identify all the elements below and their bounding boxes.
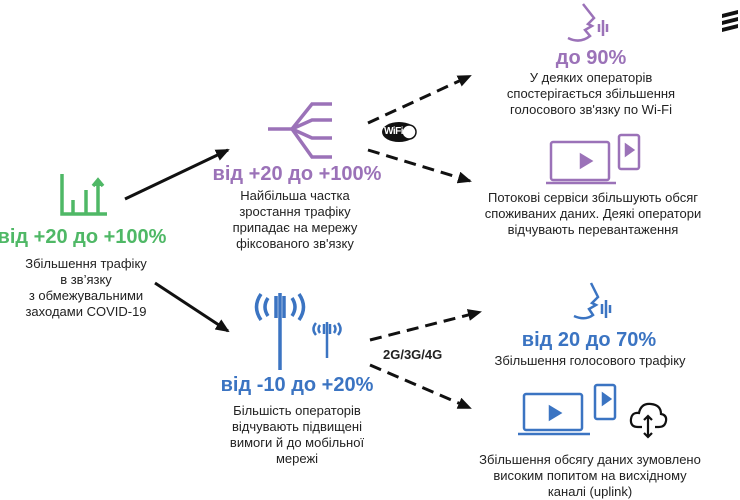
voice-speaking-icon [573, 282, 612, 320]
mobile-voice-description: Збільшення голосового трафіку [494, 353, 685, 369]
desc-line: заходами COVID-19 [25, 304, 147, 319]
small-cell-tower-icon [312, 322, 342, 358]
dashed-arrow-to-wifi-voice [367, 74, 472, 125]
desc-line: Потокові сервіси збільшують обсяг [488, 190, 698, 205]
mobile-title: від -10 до +20% [220, 374, 374, 396]
overall-description: Збільшення трафіку в зв’язку з обмежувал… [25, 256, 147, 320]
desc-line: спостерігається збільшення [506, 86, 676, 101]
desc-line: мережі [275, 451, 319, 466]
network-generations-label: 2G/3G/4G [383, 347, 443, 362]
ericsson-logo-icon [722, 10, 738, 32]
desc-line: відчувають підвищені [232, 419, 362, 434]
desc-line: каналі (uplink) [547, 484, 633, 499]
desc-line: споживаних даних. Деякі оператори [484, 206, 702, 221]
desc-line: в зв’язку [60, 272, 112, 287]
laptop-phone-video-icon [518, 383, 617, 436]
desc-line: Збільшення трафіку [25, 256, 147, 271]
desc-line: зростання трафіку [239, 204, 351, 219]
desc-line: відчувають перевантаження [507, 222, 679, 237]
dashed-arrow-to-data [369, 363, 472, 410]
mobile-data-description: Збільшення обсягу даних зумовлено високи… [479, 452, 701, 500]
dashed-arrow-to-streaming [367, 148, 472, 184]
wifi-voice-title: до 90% [555, 47, 627, 69]
desc-line: У деяких операторів [529, 70, 653, 85]
fixed-title: від +20 до +100% [212, 163, 382, 185]
laptop-phone-video-icon [546, 133, 641, 185]
desc-line: голосового зв'язку по Wi-Fi [509, 102, 673, 117]
desc-line: припадає на мережу [232, 220, 358, 235]
desc-line: фіксованого зв'язку [236, 236, 354, 251]
overall-title: від +20 до +100% [0, 226, 167, 248]
arrow-to-mobile [154, 281, 230, 333]
voice-speaking-icon [567, 3, 609, 42]
desc-line: Збільшення голосового трафіку [494, 353, 686, 368]
cell-tower-icon [254, 293, 306, 370]
desc-line: Більшість операторів [233, 403, 361, 418]
wifi-badge-label: WiFi [384, 126, 404, 137]
desc-line: високим попитом на висхідному [493, 468, 687, 483]
desc-line: Збільшення обсягу даних зумовлено [479, 452, 701, 467]
streaming-description: Потокові сервіси збільшують обсяг спожив… [485, 190, 702, 238]
bar-chart-up-icon [60, 174, 107, 216]
dashed-arrow-to-voice [369, 309, 482, 342]
desc-line: Найбільша частка [240, 188, 350, 203]
desc-line: вимоги й до мобільної [229, 435, 365, 450]
wifi-voice-description: У деяких операторів спостерігається збіл… [507, 70, 675, 118]
mobile-description: Більшість операторів відчувають підвищен… [230, 403, 364, 467]
wifi-badge [382, 122, 417, 142]
arrow-to-fixed [124, 148, 230, 201]
desc-line: з обмежувальними [28, 288, 144, 303]
mobile-voice-title: від 20 до 70% [521, 329, 657, 351]
cloud-upload-download-icon [629, 402, 668, 439]
fiber-branch-icon [268, 102, 332, 159]
fixed-description: Найбільша частка зростання трафіку припа… [233, 188, 358, 252]
